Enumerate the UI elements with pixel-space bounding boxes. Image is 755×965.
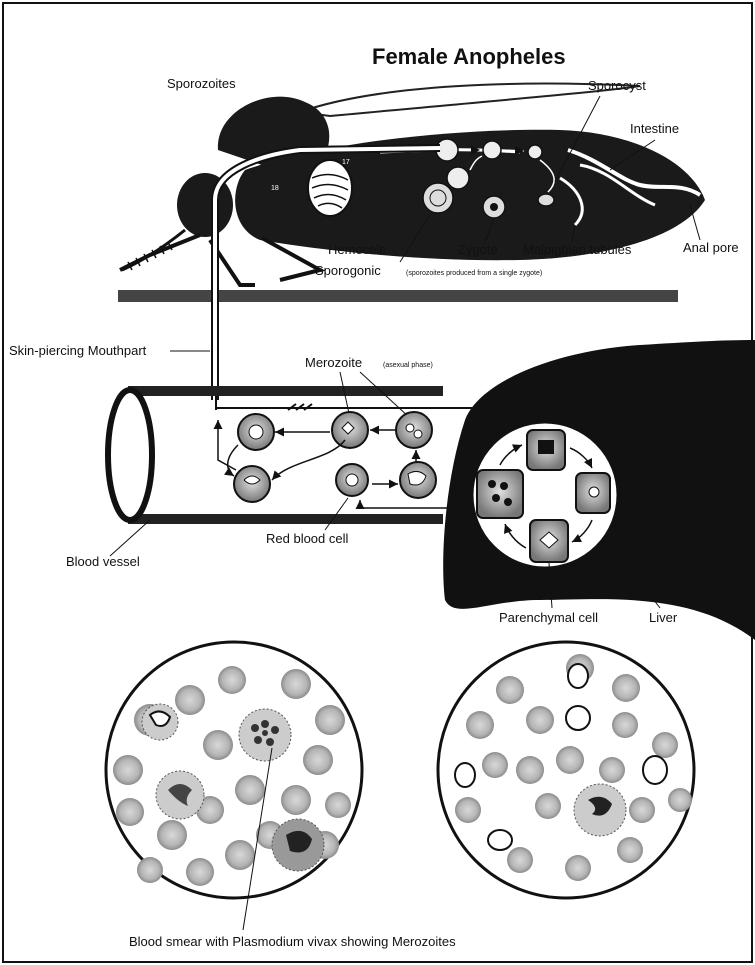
label-sporozoites: Sporozoites [167,76,236,91]
label-parenchymal-cell: Parenchymal cell [499,610,598,625]
sporogony-stage-3 [528,145,542,159]
label-zygote: Zygote [458,242,498,257]
label-liver: Liver [649,610,678,625]
sporogony-stage-2 [483,141,501,159]
label-sporogonic: Sporogonic [315,263,381,278]
sporogony-stage-4 [447,167,469,189]
label-merozoite: Merozoite [305,355,362,370]
blood-smear-right [438,642,694,898]
label-sporogonic-note: (sporozoites produced from a single zygo… [406,270,542,277]
label-mouthpart: Skin-piercing Mouthpart [9,343,147,358]
ground-surface [118,290,678,302]
parenchymal-cell-4 [477,470,523,518]
hepatic-cycle [472,422,618,568]
label-merozoite-note: (asexual phase) [383,362,433,369]
label-smear-caption: Blood smear with Plasmodium vivax showin… [129,934,456,949]
gland-number-17: 17 [342,159,350,166]
oocyst [423,183,453,213]
sporocyst-cell [538,194,554,206]
label-sporocyst: Sporocyst [588,78,646,93]
figure-title: Female Anopheles [372,44,566,69]
label-hemocele: Hemocele [328,242,387,257]
label-intestine: Intestine [630,121,679,136]
label-anal-pore: Anal pore [683,240,739,255]
gland-number-18: 18 [271,185,279,192]
label-malpighian-tubules: Malpighian tubules [523,242,632,257]
label-blood-vessel: Blood vessel [66,554,140,569]
label-red-blood-cell: Red blood cell [266,531,348,546]
